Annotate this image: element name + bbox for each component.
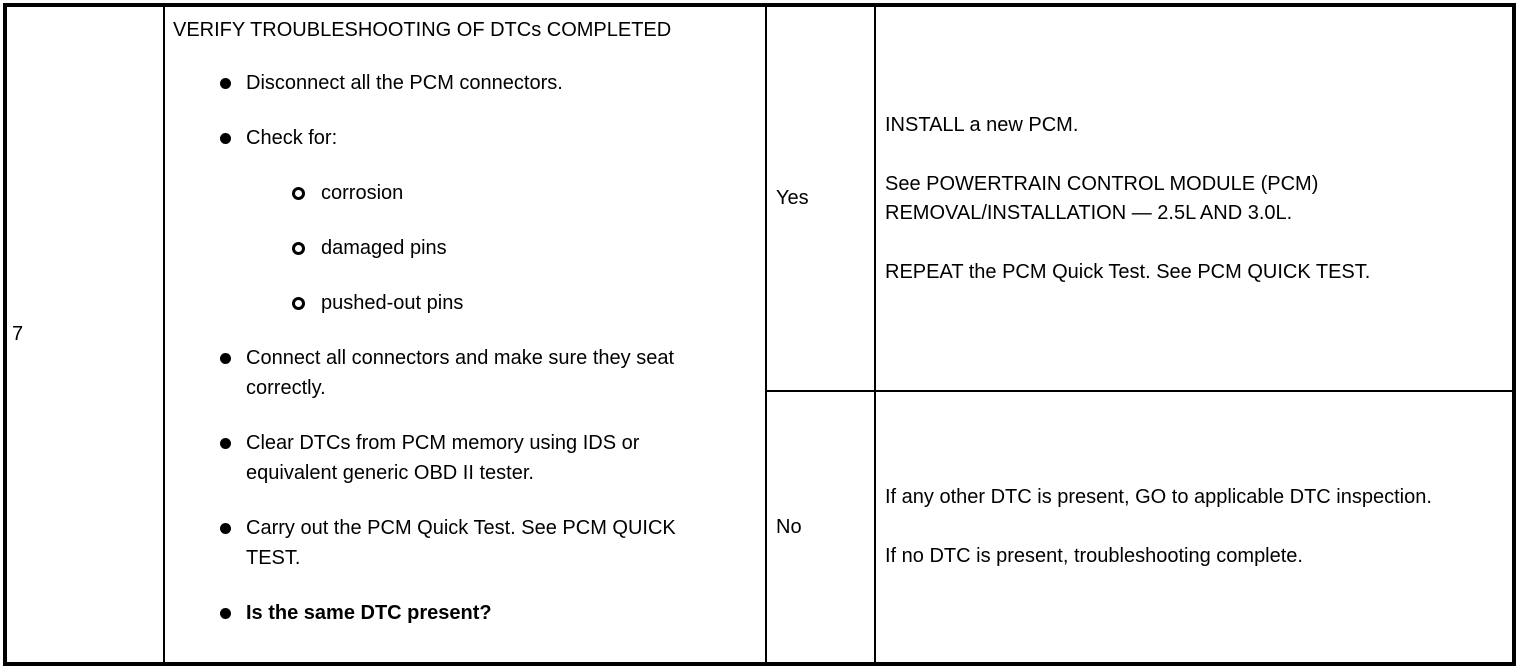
bullet-item: damaged pins [173,233,757,263]
yes-label: Yes [776,187,809,209]
bullet-text: corrosion [321,182,404,204]
bullet-text: Carry out the PCM Quick Test. See PCM QU… [246,517,676,569]
bullet-text: Disconnect all the PCM connectors. [246,72,563,94]
bullet-icon [220,523,231,534]
action-paragraph: REPEAT the PCM Quick Test. See PCM QUICK… [885,260,1371,283]
procedure-bullet-list: Disconnect all the PCM connectors. Check… [173,68,757,628]
action-paragraph: If any other DTC is present, GO to appli… [885,486,1432,508]
procedure-cell: VERIFY TROUBLESHOOTING OF DTCs COMPLETED… [165,7,767,662]
result-yes-cell: Yes [767,7,876,392]
bullet-item: Check for: [173,123,757,153]
bullet-icon [220,353,231,364]
action-paragraph: INSTALL a new PCM. [885,113,1079,136]
bullet-text: Clear DTCs from PCM memory using IDS or … [246,432,640,484]
bullet-item: Carry out the PCM Quick Test. See PCM QU… [173,513,757,573]
sub-bullet-icon [292,187,305,200]
bullet-icon [220,608,231,619]
bullet-text: Is the same DTC present? [246,602,492,624]
bullet-item: Is the same DTC present? [173,598,757,628]
bullet-item: corrosion [173,178,757,208]
bullet-text: Connect all connectors and make sure the… [246,347,675,399]
bullet-text: damaged pins [321,237,447,259]
bullet-text: pushed-out pins [321,292,464,314]
no-label: No [776,515,802,538]
step-number-cell: 7 [7,7,165,662]
action-no-cell: If any other DTC is present, GO to appli… [876,392,1512,662]
troubleshooting-table: 7 VERIFY TROUBLESHOOTING OF DTCs COMPLET… [3,3,1516,666]
step-number: 7 [12,323,24,345]
action-yes-cell: INSTALL a new PCM. See POWERTRAIN CONTRO… [876,7,1512,392]
action-paragraph: If no DTC is present, troubleshooting co… [885,545,1303,567]
result-no-cell: No [767,392,876,662]
action-paragraph: See POWERTRAIN CONTROL MODULE (PCM) REMO… [885,172,1319,224]
bullet-text: Check for: [246,127,338,149]
bullet-item: Connect all connectors and make sure the… [173,343,757,403]
procedure-title: VERIFY TROUBLESHOOTING OF DTCs COMPLETED [173,19,672,41]
bullet-icon [220,78,231,89]
bullet-item: Disconnect all the PCM connectors. [173,68,757,98]
bullet-item: pushed-out pins [173,288,757,318]
bullet-icon [220,438,231,449]
bullet-item: Clear DTCs from PCM memory using IDS or … [173,428,757,488]
sub-bullet-icon [292,242,305,255]
bullet-icon [220,133,231,144]
sub-bullet-icon [292,297,305,310]
